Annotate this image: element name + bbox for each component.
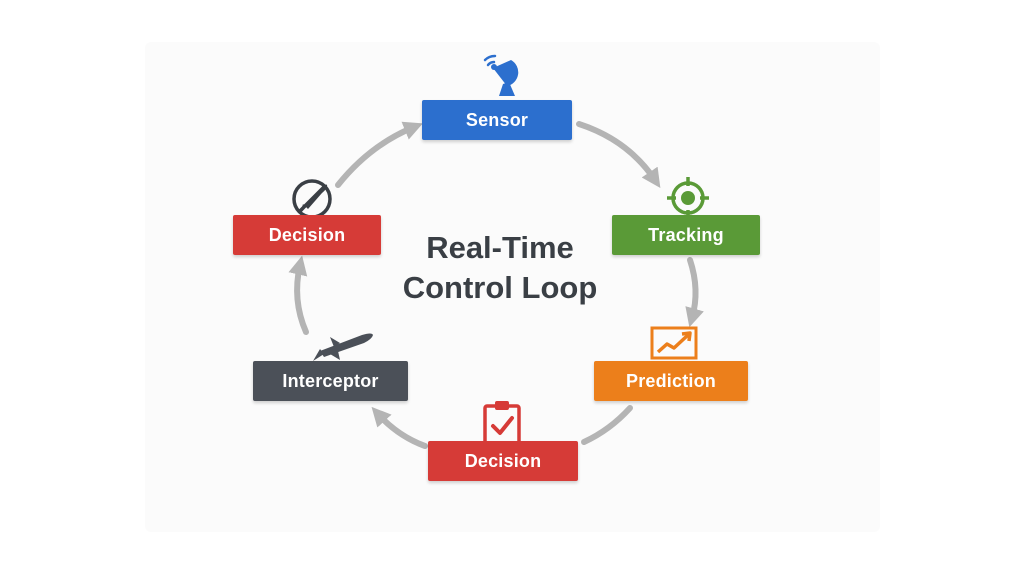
arrow-decision-to-sensor	[335, 121, 423, 188]
diagram-title: Real-Time Control Loop	[380, 228, 620, 308]
node-prediction: Prediction	[594, 361, 748, 401]
node-sensor-label: Sensor	[465, 109, 529, 130]
node-decision-left: Decision	[233, 215, 381, 255]
node-decision-left-label: Decision	[268, 224, 346, 245]
node-tracking-label: Tracking	[648, 224, 724, 245]
node-interceptor-label: Interceptor	[282, 370, 379, 391]
arrow-prediction-to-decision	[581, 405, 633, 445]
node-interceptor: Interceptor	[253, 361, 408, 401]
arrow-sensor-to-tracking	[576, 121, 661, 188]
arrow-decision-to-interceptor	[371, 406, 428, 449]
arrow-interceptor-to-decision	[288, 255, 309, 335]
missile-icon	[313, 333, 373, 361]
rising-chart-icon	[650, 326, 698, 360]
title-line-2: Control Loop	[402, 270, 598, 305]
node-decision-bottom-label: Decision	[464, 450, 542, 471]
node-tracking: Tracking	[612, 215, 760, 255]
title-line-1: Real-Time	[426, 230, 574, 265]
arrow-tracking-to-prediction	[685, 257, 704, 328]
clipboard-check-icon	[483, 401, 521, 446]
satellite-dish-icon	[483, 54, 519, 96]
node-decision-bottom: Decision	[428, 441, 578, 481]
node-sensor: Sensor	[422, 100, 572, 140]
node-prediction-label: Prediction	[625, 370, 716, 391]
crosshair-target-icon	[667, 177, 709, 219]
